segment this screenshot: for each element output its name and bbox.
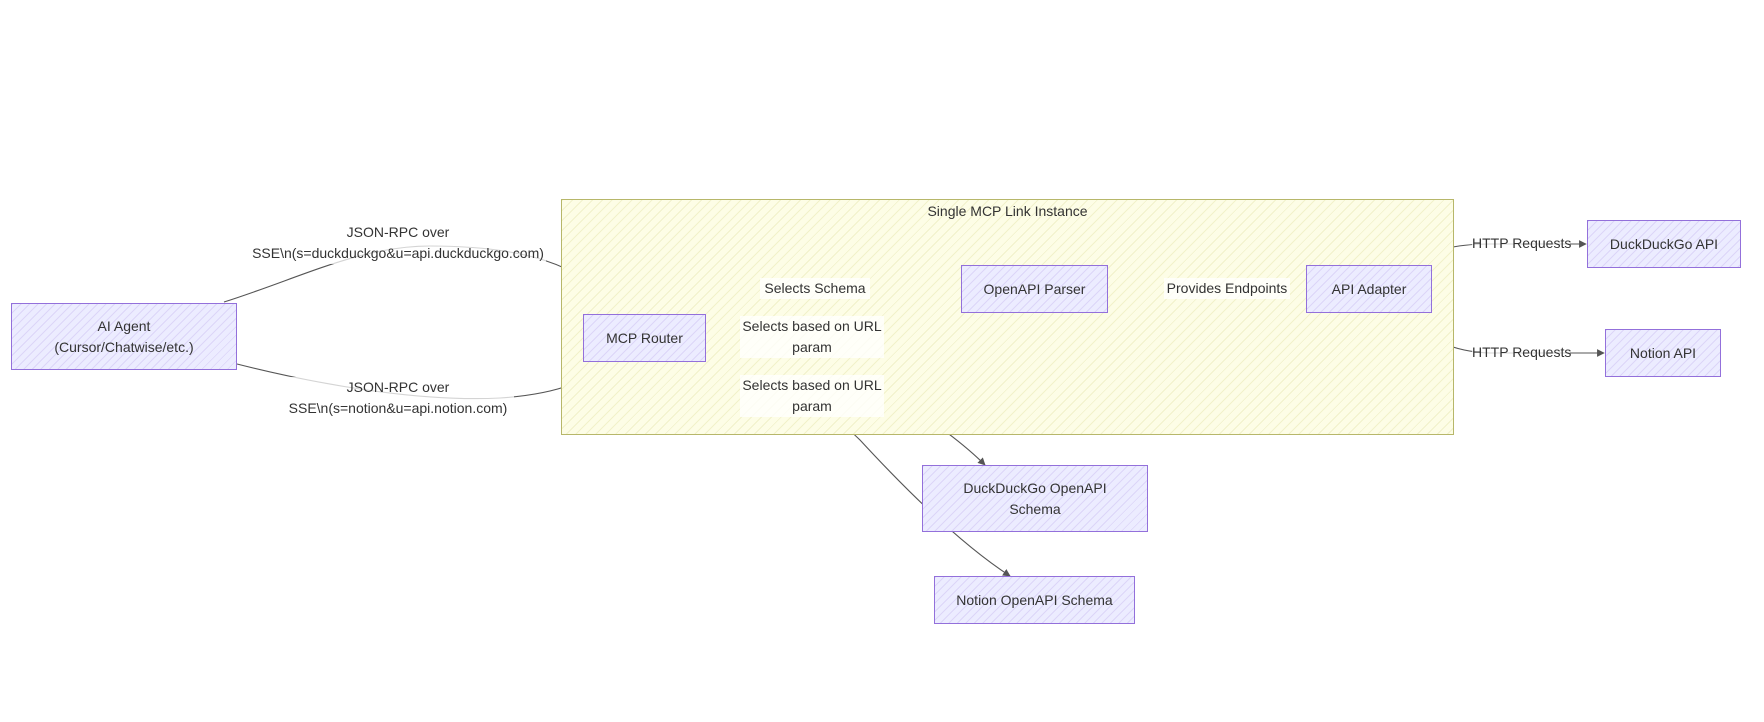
duckduckgo-api-label: DuckDuckGo API: [1609, 235, 1719, 252]
mcp-router-node[interactable]: MCP Router: [583, 314, 706, 362]
edge-label-router-notion-schema: Selects based on URL param: [740, 375, 884, 417]
edge-label-adapter-ddg: HTTP Requests: [1472, 233, 1572, 254]
notion-schema-label: Notion OpenAPI Schema: [956, 591, 1113, 608]
ai-agent-node[interactable]: AI Agent (Cursor/Chatwise/etc.): [11, 303, 237, 370]
api-adapter-node[interactable]: API Adapter: [1306, 265, 1432, 313]
ai-agent-label-line1: AI Agent: [97, 317, 151, 334]
notion-schema-node[interactable]: Notion OpenAPI Schema: [934, 576, 1135, 624]
edge-label-router-parser: Selects Schema: [760, 278, 870, 299]
edge-label-line2: SSE\n(s=duckduckgo&u=api.duckduckgo.com): [252, 245, 544, 261]
edge-label-agent-router-notion: JSON-RPC over SSE\n(s=notion&u=api.notio…: [282, 377, 514, 419]
duckduckgo-schema-label-line1: DuckDuckGo OpenAPI: [963, 479, 1107, 496]
duckduckgo-schema-node[interactable]: DuckDuckGo OpenAPI Schema: [922, 465, 1148, 532]
edge-label-line1: JSON-RPC over: [346, 224, 450, 240]
cluster-title: Single MCP Link Instance: [927, 203, 1088, 219]
notion-api-label: Notion API: [1629, 344, 1697, 361]
notion-api-node[interactable]: Notion API: [1605, 329, 1721, 377]
edge-label-parser-adapter: Provides Endpoints: [1164, 278, 1290, 299]
edge-label-line2: param: [792, 398, 832, 414]
edge-label-line1: Selects based on URL: [742, 318, 882, 334]
edge-label-line2: SSE\n(s=notion&u=api.notion.com): [288, 400, 508, 416]
edge-label-text: HTTP Requests: [1472, 344, 1572, 360]
edge-label-router-ddg-schema: Selects based on URL param: [740, 316, 884, 358]
duckduckgo-api-node[interactable]: DuckDuckGo API: [1587, 220, 1741, 268]
duckduckgo-schema-label-line2: Schema: [1009, 500, 1061, 517]
edge-label-line1: JSON-RPC over: [346, 379, 450, 395]
api-adapter-label: API Adapter: [1331, 280, 1407, 297]
edge-label-text: Selects Schema: [764, 280, 866, 296]
openapi-parser-node[interactable]: OpenAPI Parser: [961, 265, 1108, 313]
mcp-router-label: MCP Router: [606, 329, 683, 346]
edge-label-agent-router-ddg: JSON-RPC over SSE\n(s=duckduckgo&u=api.d…: [250, 222, 546, 264]
edge-label-adapter-notion: HTTP Requests: [1472, 342, 1572, 363]
edge-label-text: Provides Endpoints: [1166, 280, 1288, 296]
ai-agent-label-line2: (Cursor/Chatwise/etc.): [54, 338, 194, 355]
edge-label-text: HTTP Requests: [1472, 235, 1572, 251]
edge-label-line2: param: [792, 339, 832, 355]
mcp-link-instance-cluster: Single MCP Link Instance: [561, 199, 1454, 435]
edge-label-line1: Selects based on URL: [742, 377, 882, 393]
openapi-parser-label: OpenAPI Parser: [983, 280, 1086, 297]
